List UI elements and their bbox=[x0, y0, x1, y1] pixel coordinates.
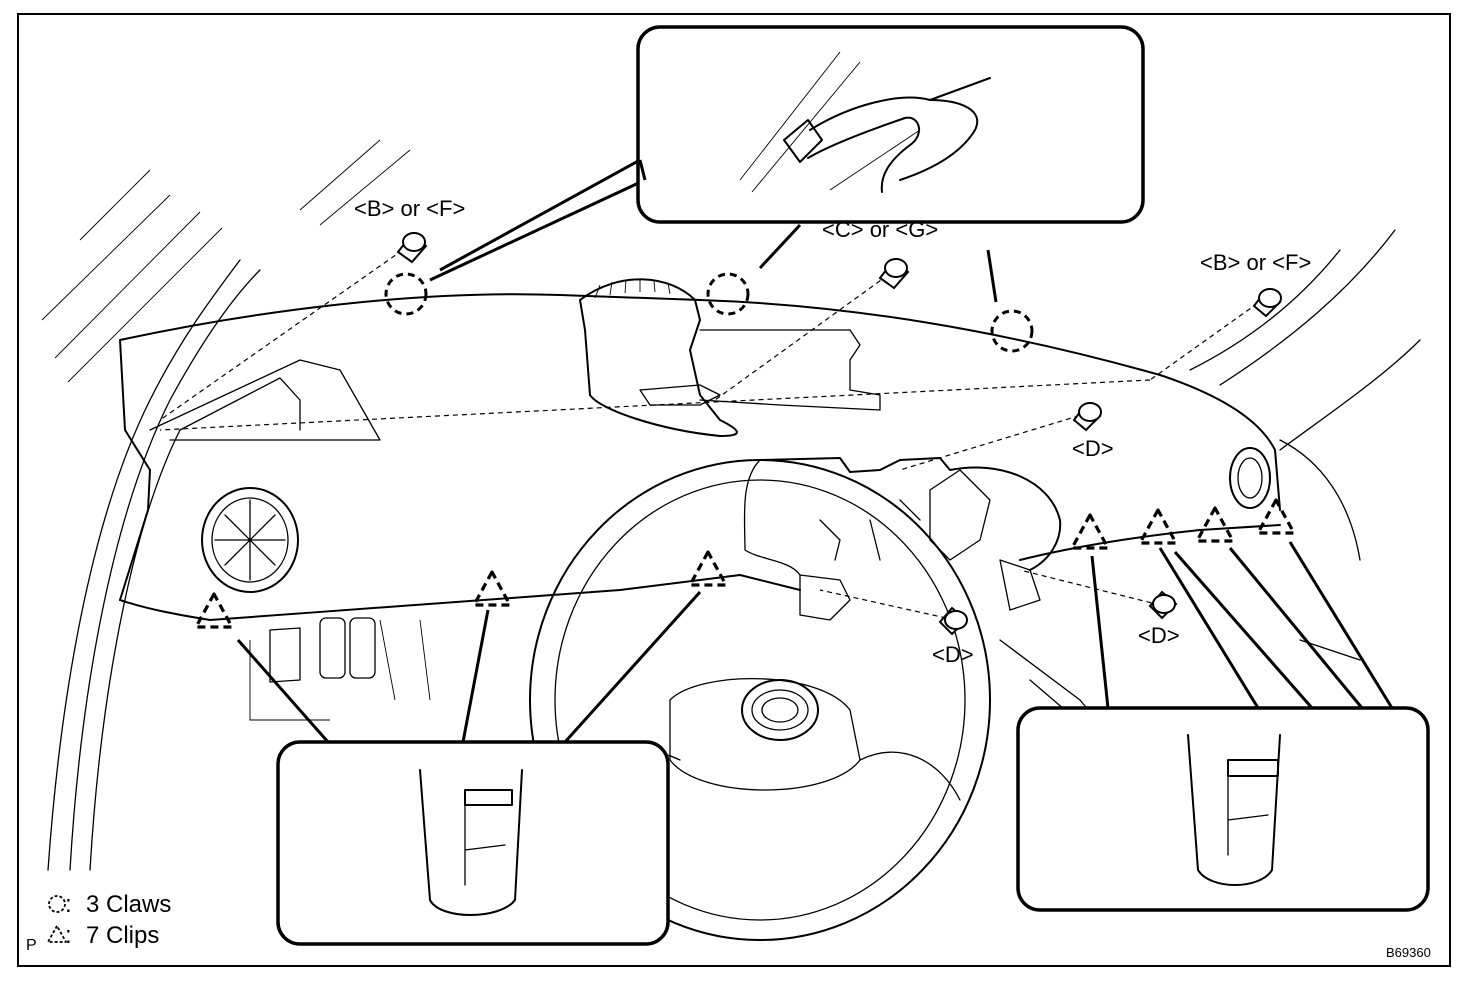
claw-marker-right bbox=[990, 309, 1034, 353]
clip-marker-3 bbox=[688, 550, 728, 587]
clip-marker-1 bbox=[194, 592, 234, 629]
claw-marker-left bbox=[384, 272, 428, 316]
clip-detail-left-leaders bbox=[236, 590, 702, 744]
windshield-hatch-left bbox=[41, 139, 411, 383]
clip-marker-5 bbox=[1138, 508, 1178, 545]
screw-b-f-left bbox=[396, 232, 428, 264]
legend-clip-icon bbox=[47, 925, 67, 943]
label-d-upper: <D> bbox=[1072, 436, 1114, 461]
claw-marker-center bbox=[706, 272, 750, 316]
label-d-center: <D> bbox=[932, 642, 974, 667]
a-pillar-right bbox=[1189, 229, 1421, 451]
legend-clips-colon: : bbox=[65, 922, 72, 949]
legend-prefix: P bbox=[26, 937, 37, 954]
claw-detail-inset bbox=[636, 25, 1145, 224]
clip-marker-2 bbox=[472, 570, 512, 607]
clip-detail-right-leaders bbox=[1090, 541, 1394, 709]
figure-code: B69360 bbox=[1386, 945, 1431, 960]
label-d-right: <D> bbox=[1138, 623, 1180, 648]
legend-claws-text: 3 Claws bbox=[86, 891, 171, 918]
diagram-frame bbox=[17, 13, 1451, 967]
screw-d-right bbox=[1148, 590, 1178, 620]
clip-detail-left bbox=[276, 740, 670, 946]
screw-d-center bbox=[938, 606, 968, 636]
legend-claw-icon bbox=[48, 895, 66, 913]
screw-leader-lines bbox=[159, 244, 1266, 621]
clip-marker-6 bbox=[1195, 506, 1235, 543]
label-b-or-f-right: <B> or <F> bbox=[1200, 250, 1311, 275]
label-c-or-g: <C> or <G> bbox=[822, 217, 938, 242]
screw-b-f-right bbox=[1252, 288, 1282, 318]
clip-marker-4 bbox=[1070, 513, 1110, 550]
screw-c-g bbox=[878, 258, 910, 290]
instrument-panel-outline bbox=[119, 278, 1281, 721]
legend-claws-colon: : bbox=[65, 891, 72, 918]
screw-d-upper bbox=[1072, 402, 1102, 432]
clip-marker-7 bbox=[1256, 498, 1296, 535]
legend-clips-text: 7 Clips bbox=[86, 922, 159, 949]
legend: : 3 Claws P : 7 Clips bbox=[26, 891, 171, 954]
label-b-or-f-left: <B> or <F> bbox=[354, 196, 465, 221]
a-pillar-left bbox=[47, 259, 261, 871]
clip-detail-right bbox=[1016, 706, 1430, 912]
